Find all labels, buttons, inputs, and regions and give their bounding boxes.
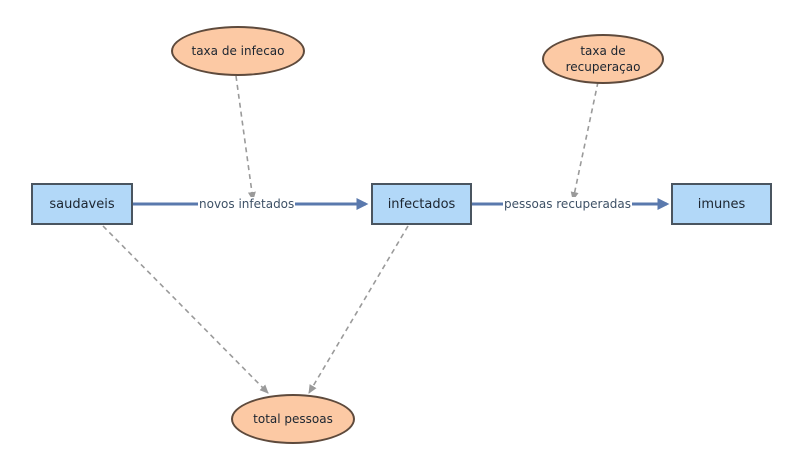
- aux-total-pessoas-label: total pessoas: [253, 412, 333, 426]
- aux-taxa-recuperacao-line1: taxa de: [580, 44, 626, 58]
- aux-taxa-infecao[interactable]: taxa de infecao: [171, 26, 305, 76]
- stock-imunes[interactable]: imunes: [671, 183, 772, 225]
- flow-label-pessoas-recuperadas[interactable]: pessoas recuperadas: [503, 197, 633, 211]
- aux-taxa-recuperacao-label: taxa de recuperaçao: [566, 43, 641, 75]
- stock-saudaveis[interactable]: saudaveis: [31, 183, 133, 225]
- aux-taxa-infecao-label: taxa de infecao: [191, 44, 285, 58]
- link-taxa-infecao-to-flow: [235, 75, 256, 201]
- aux-taxa-recuperacao[interactable]: taxa de recuperaçao: [542, 34, 664, 84]
- link-infectados-to-total: [308, 225, 409, 394]
- flow-label-novos-infetados[interactable]: novos infetados: [198, 197, 296, 211]
- link-taxa-recuperacao-to-flow: [570, 81, 599, 201]
- aux-taxa-recuperacao-line2: recuperaçao: [565, 60, 641, 74]
- stock-infectados[interactable]: infectados: [371, 183, 472, 225]
- link-saudaveis-to-total: [102, 225, 269, 394]
- aux-total-pessoas[interactable]: total pessoas: [231, 394, 355, 444]
